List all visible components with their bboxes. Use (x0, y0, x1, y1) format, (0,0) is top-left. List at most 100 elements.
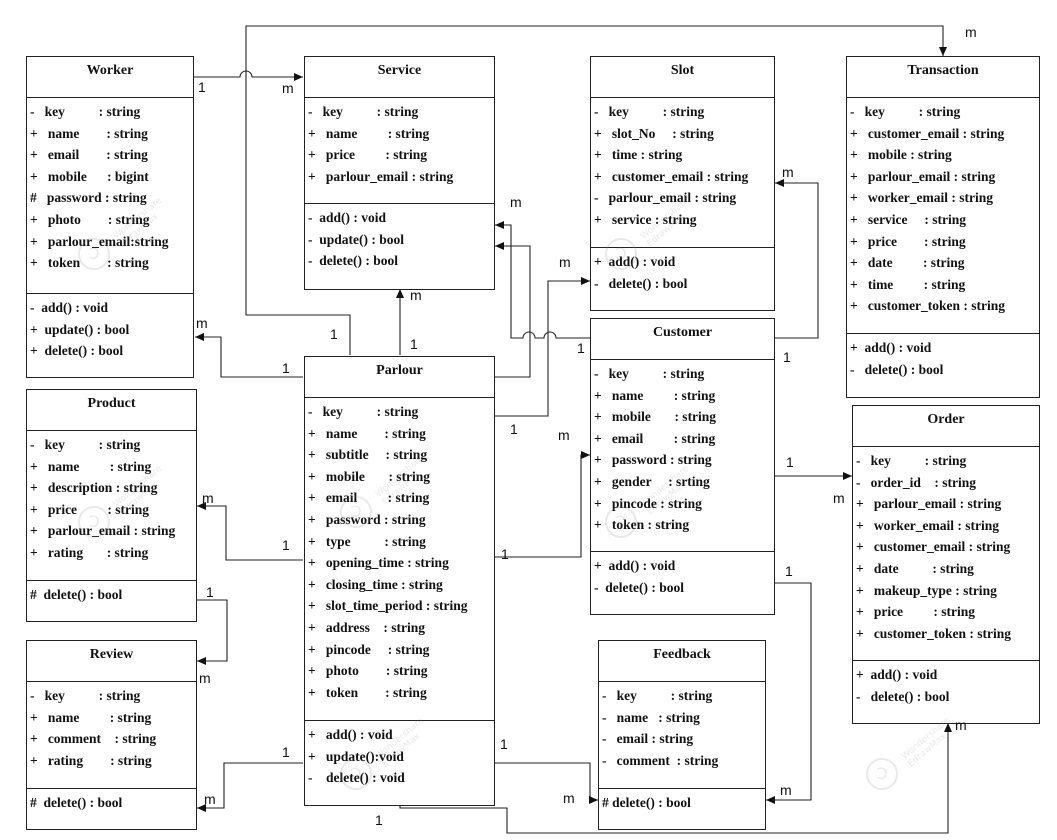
operations-compartment: # delete() : bool (27, 581, 196, 606)
attribute: + slot_time_period : string (308, 598, 468, 614)
operation: # delete() : bool (30, 587, 123, 602)
operation: + add() : void (594, 254, 676, 269)
class-order[interactable]: Order - key : string - order_id : string… (852, 405, 1040, 724)
attribute: - key : string (594, 366, 705, 381)
attribute: + mobile : string (850, 147, 952, 163)
attribute: + name : string (594, 387, 716, 403)
class-title: Transaction (847, 57, 1039, 98)
class-customer[interactable]: Customer - key : string + name : string … (590, 318, 775, 615)
attribute: + token : string (594, 517, 690, 533)
operations-compartment: # delete() : bool (599, 789, 765, 814)
attribute: - key : string (308, 104, 419, 119)
multiplicity-label: 1 (198, 79, 206, 95)
class-title: Worker (27, 57, 193, 98)
line-parlour-order (399, 723, 952, 834)
operation: - delete() : bool (594, 275, 688, 291)
class-product[interactable]: Product - key : string + name : string +… (26, 389, 197, 622)
class-title: Order (853, 406, 1039, 447)
attribute: + token : string (30, 255, 149, 271)
operation: + delete() : bool (30, 343, 124, 359)
attribute: + mobile : bigint (30, 168, 149, 184)
attribute: + mobile : string (594, 409, 717, 425)
attribute: - key : string (594, 104, 705, 119)
operation: - delete() : bool (594, 579, 684, 595)
attribute: + price : string (308, 147, 428, 163)
line-parlour-customer (495, 451, 590, 558)
multiplicity-label: 1 (282, 744, 290, 760)
line-customer-feedback (766, 582, 812, 804)
attribute: + date : string (856, 560, 974, 576)
operation: - delete() : void (308, 770, 405, 786)
attribute: - key : string (30, 688, 141, 703)
class-service[interactable]: Service - key : string + name : string +… (304, 56, 495, 290)
attribute: + price : string (850, 233, 966, 249)
class-title: Parlour (305, 357, 494, 398)
attribute: + parlour_email : string (850, 168, 996, 184)
operations-compartment: + add() : void - delete() : bool (847, 334, 1039, 380)
attribute: + pincode : string (308, 641, 430, 657)
class-title: Review (27, 641, 196, 682)
multiplicity-label: m (282, 80, 294, 96)
class-worker[interactable]: Worker - key : string + name : string + … (26, 56, 194, 378)
line-customer-slot (775, 179, 819, 339)
operation: - add() : void (30, 300, 109, 315)
attribute: - key : string (602, 688, 713, 703)
operation: + add() : void (856, 667, 938, 682)
attribute: + customer_email : string (850, 125, 1005, 141)
attribute: + name : string (30, 458, 152, 474)
class-feedback[interactable]: Feedback - key : string - name : string … (598, 640, 766, 830)
multiplicity-label: m (510, 194, 522, 210)
attribute: + subtitle : string (308, 447, 428, 463)
attributes-compartment: - key : string + customer_email : string… (847, 98, 1039, 334)
operations-compartment: + add() : void + update():void - delete(… (305, 721, 494, 789)
attribute: + service : string (594, 211, 697, 227)
attribute: + mobile : string (308, 468, 431, 484)
multiplicity-label: 1 (501, 546, 509, 562)
class-review[interactable]: Review - key : string + name : string + … (26, 640, 197, 830)
multiplicity-label: m (563, 790, 575, 806)
class-transaction[interactable]: Transaction - key : string + customer_em… (846, 56, 1040, 398)
attributes-compartment: - key : string + name : string + comment… (27, 682, 196, 789)
class-parlour[interactable]: Parlour - key : string + name : string +… (304, 356, 495, 806)
attribute: + date : string (850, 255, 965, 271)
attributes-compartment: - key : string + name : string + mobile … (591, 360, 774, 552)
attribute: + makeup_type : string (856, 582, 997, 598)
operations-compartment: + add() : void - delete() : bool (853, 661, 1039, 707)
line-parlour-worker (195, 333, 303, 378)
attribute: - key : string (308, 404, 419, 419)
attribute: + name : string (308, 425, 426, 441)
attribute: - key : string (850, 104, 961, 119)
attribute: + parlour_email : string (856, 496, 1002, 512)
attributes-compartment: - key : string + name : string + price :… (305, 98, 494, 204)
class-slot[interactable]: Slot - key : string + slot_No : string +… (590, 56, 775, 311)
attribute: + worker_email : string (856, 517, 1000, 533)
class-title: Feedback (599, 641, 765, 682)
class-title: Slot (591, 57, 774, 98)
multiplicity-label: m (204, 791, 216, 807)
attribute: + price : string (856, 604, 976, 620)
attribute: + email : string (594, 430, 716, 446)
attribute: + worker_email : string (850, 190, 994, 206)
line-parlour-service-2 (495, 242, 531, 378)
attributes-compartment: - key : string + name : string + descrip… (27, 431, 196, 581)
operation: - delete() : bool (308, 253, 398, 269)
attributes-compartment: - key : string - name : string - email :… (599, 682, 765, 789)
class-title: Customer (591, 319, 774, 360)
multiplicity-label: 1 (785, 563, 793, 579)
operation: + update():void (308, 748, 404, 764)
attribute: + rating : string (30, 544, 149, 560)
attribute: - order_id : string (856, 474, 976, 490)
attribute: + photo : string (308, 663, 428, 679)
attributes-compartment: - key : string + name : string + subtitl… (305, 398, 494, 721)
attribute: + customer_email : string (856, 539, 1011, 555)
attribute: - email : string (602, 731, 694, 747)
attribute: + password : string (594, 452, 712, 468)
operation: - add() : void (308, 210, 387, 225)
multiplicity-label: 1 (577, 340, 585, 356)
attribute: + customer_token : string (850, 298, 1006, 314)
operation: - update() : bool (308, 231, 405, 247)
line-product-review (197, 599, 228, 665)
operation: + add() : void (594, 558, 676, 573)
attribute: + customer_email : string (594, 168, 749, 184)
multiplicity-label: 1 (786, 454, 794, 470)
